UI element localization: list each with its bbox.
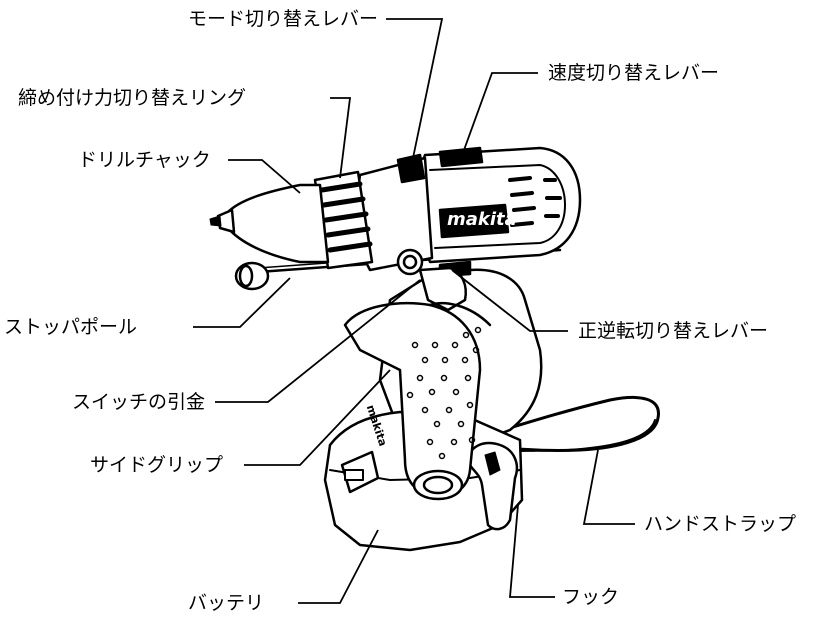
- mode-lever: [396, 153, 426, 184]
- leader-side-grip: [244, 369, 391, 466]
- leader-hook: [509, 504, 555, 598]
- leader-hand-strap: [582, 449, 635, 525]
- makita-logo: makita: [447, 209, 517, 230]
- label-speed-lever: 速度切り替えレバー: [548, 62, 720, 84]
- label-hook: フック: [562, 586, 620, 608]
- leader-direction-lever: [451, 269, 568, 332]
- speed-lever: [438, 146, 484, 168]
- logo-plate: [438, 203, 510, 239]
- label-trigger: スイッチの引金: [72, 391, 206, 413]
- leader-torque-ring: [330, 97, 352, 179]
- label-stopper-pole: ストッパポール: [4, 316, 138, 338]
- leader-battery: [298, 529, 379, 604]
- label-side-grip: サイドグリップ: [90, 454, 224, 476]
- label-torque-ring: 締め付け力切り替えリング: [18, 87, 247, 109]
- side-grip: [343, 301, 482, 498]
- leader-speed-lever: [463, 72, 538, 151]
- trigger: [418, 266, 467, 312]
- label-battery: バッテリ: [188, 592, 265, 614]
- leader-mode-lever: [386, 18, 444, 159]
- label-drill-chuck: ドリルチャック: [78, 149, 211, 171]
- leader-trigger: [215, 279, 421, 403]
- label-mode-lever: モード切り替えレバー: [188, 8, 379, 30]
- leader-drill-chuck: [228, 159, 301, 194]
- label-hand-strap: ハンドストラップ: [644, 513, 797, 535]
- leader-stopper-pole: [193, 277, 291, 328]
- label-direction-lever: 正逆転切り替えレバー: [578, 320, 769, 342]
- leader-lines: [193, 18, 635, 604]
- hook: [466, 441, 519, 531]
- drill-chuck: [226, 183, 330, 264]
